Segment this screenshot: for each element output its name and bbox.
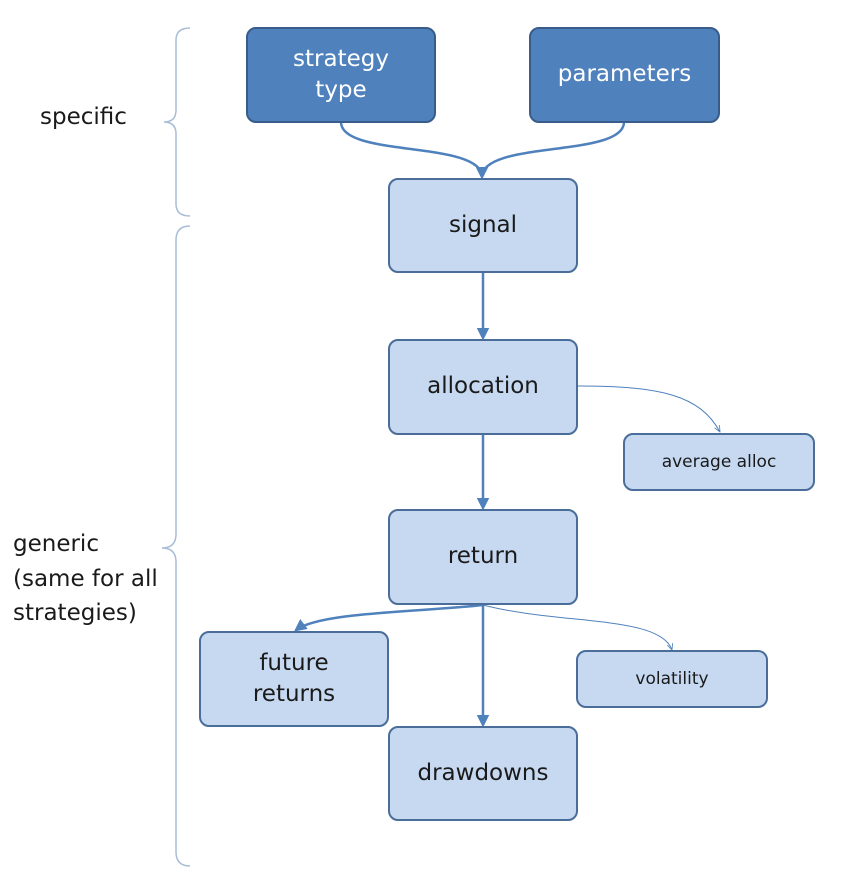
return-node: return — [388, 509, 578, 605]
generic-label: generic (same for all strategies) — [13, 527, 158, 631]
arrow-allocation-to-average — [577, 385, 720, 432]
average-alloc-node: average alloc — [623, 433, 815, 491]
strategy-type-line2: type — [315, 77, 367, 103]
strategy-type-line1: strategy — [293, 45, 389, 72]
arrow-strategy-to-signal — [339, 121, 489, 180]
parameters-text: parameters — [557, 61, 692, 88]
strategy-type-node: strategy type — [246, 27, 436, 123]
specific-label-text: specific — [40, 104, 127, 130]
arrow-return-to-volatility — [482, 604, 672, 650]
generic-label-line3: strategies) — [13, 600, 137, 626]
parameters-node: parameters — [529, 27, 720, 123]
allocation-text: allocation — [427, 373, 539, 400]
future-returns-node: future returns — [199, 631, 389, 727]
specific-brace — [163, 27, 191, 217]
future-returns-line2: returns — [252, 681, 336, 707]
future-returns-line1: future — [259, 649, 329, 676]
volatility-node: volatility — [576, 650, 768, 708]
generic-label-line2: (same for all — [13, 565, 158, 592]
arrow-return-to-future — [293, 603, 484, 632]
average-alloc-text: average alloc — [661, 451, 777, 472]
allocation-node: allocation — [388, 339, 578, 435]
drawdowns-text: drawdowns — [417, 759, 549, 786]
volatility-text: volatility — [635, 668, 709, 689]
signal-text: signal — [448, 211, 518, 238]
arrow-parameters-to-signal — [475, 121, 626, 180]
specific-label: specific — [40, 100, 127, 135]
drawdowns-node: drawdowns — [388, 726, 578, 821]
return-text: return — [447, 543, 519, 570]
signal-node: signal — [388, 178, 578, 273]
generic-label-line1: generic — [13, 531, 99, 557]
generic-brace — [161, 225, 191, 867]
